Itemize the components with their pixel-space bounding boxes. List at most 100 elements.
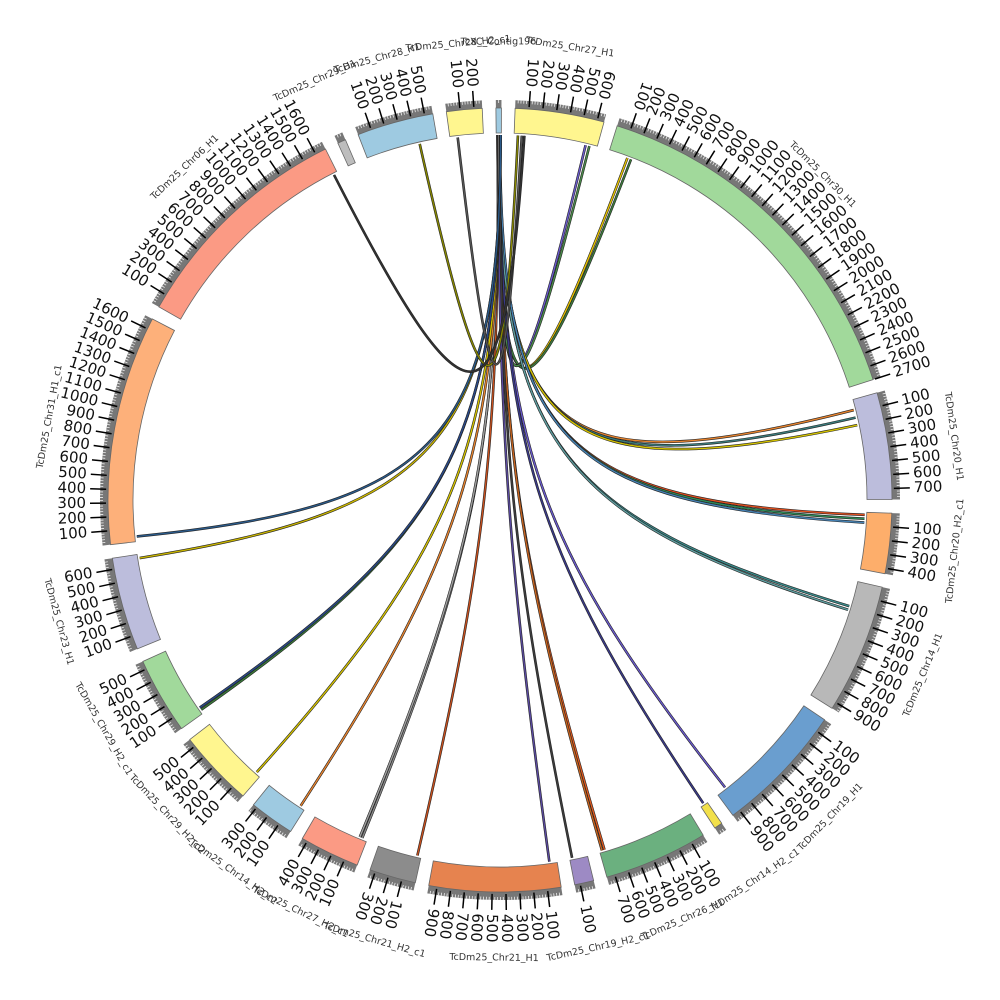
major-tick [136, 681, 152, 691]
minor-tick [397, 113, 400, 117]
segment-band [859, 511, 893, 575]
major-tick [666, 856, 675, 872]
major-tick [546, 891, 551, 908]
minor-tick [631, 874, 634, 878]
minor-tick [639, 125, 642, 129]
minor-tick [875, 371, 880, 374]
minor-tick [201, 763, 204, 767]
minor-tick [373, 120, 376, 124]
major-tick [130, 320, 146, 329]
tick-label: 100 [58, 523, 88, 543]
minor-tick [333, 860, 336, 864]
minor-tick [613, 880, 615, 884]
minor-tick [875, 368, 879, 371]
minor-tick [220, 784, 224, 787]
minor-tick [634, 873, 637, 877]
major-tick [244, 808, 257, 822]
major-tick [297, 842, 307, 858]
minor-tick [107, 575, 111, 577]
minor-tick [603, 113, 606, 117]
minor-tick [136, 332, 140, 335]
minor-tick [210, 774, 214, 777]
minor-tick [190, 751, 194, 754]
minor-tick [106, 426, 110, 429]
minor-tick [222, 211, 226, 215]
minor-tick [675, 855, 678, 859]
segment-name-label: TcDm25_Chr20_H1 [942, 390, 965, 481]
minor-tick [125, 639, 129, 642]
major-tick [476, 893, 479, 910]
major-tick [281, 152, 292, 167]
minor-tick [154, 297, 158, 300]
minor-tick [757, 801, 761, 805]
minor-tick [272, 170, 276, 174]
segment-band [158, 148, 338, 320]
minor-tick [117, 382, 121, 385]
tick-label: 300 [512, 913, 531, 943]
minor-tick [652, 866, 655, 870]
minor-tick [620, 119, 623, 123]
minor-tick [765, 794, 769, 797]
minor-tick [692, 150, 696, 154]
tick-label: 100 [576, 903, 599, 935]
major-tick [885, 415, 902, 420]
minor-tick [690, 149, 693, 153]
minor-tick [628, 121, 631, 125]
segment-tcdm25-chr14-h2-c1 [700, 802, 727, 835]
minor-tick [801, 239, 805, 243]
minor-tick [826, 724, 830, 727]
tick-label: 200 [462, 58, 482, 88]
segment-tcdm25-chr29-h2-c1 [135, 650, 203, 734]
tick-label: 200 [527, 912, 547, 942]
major-tick [597, 102, 603, 119]
minor-tick [857, 326, 861, 329]
minor-tick [115, 388, 119, 390]
major-tick [880, 600, 897, 606]
minor-tick [319, 142, 322, 146]
minor-tick [797, 762, 801, 765]
segment-tcdm25-chr31-h1-c1 [99, 315, 176, 546]
minor-tick [112, 399, 116, 401]
minor-tick [842, 296, 846, 300]
segment-tick-band [832, 587, 890, 713]
minor-tick [801, 757, 805, 761]
major-tick [853, 319, 869, 328]
minor-tick [863, 339, 867, 342]
minor-tick [852, 682, 856, 685]
minor-tick [127, 645, 131, 648]
major-tick [705, 150, 716, 165]
segment-tick-band [355, 105, 433, 135]
minor-tick [864, 342, 868, 345]
minor-tick [782, 218, 785, 222]
major-tick [106, 609, 122, 616]
minor-tick [113, 396, 117, 399]
minor-tick [313, 145, 317, 149]
minor-tick [849, 687, 853, 690]
minor-tick [171, 271, 175, 274]
minor-tick [384, 116, 386, 120]
minor-tick [804, 243, 808, 247]
minor-tick [339, 133, 342, 137]
minor-tick [647, 128, 650, 132]
major-tick [751, 802, 763, 816]
minor-tick [776, 784, 779, 788]
minor-tick [755, 803, 758, 807]
minor-tick [195, 757, 199, 761]
minor-tick [396, 883, 399, 887]
segment-band [142, 650, 203, 730]
minor-tick [761, 199, 765, 203]
minor-tick [588, 886, 591, 890]
minor-tick [746, 186, 750, 190]
minor-tick [283, 833, 286, 837]
segment-tick-band [606, 835, 708, 885]
segment-tick-band [183, 739, 243, 803]
minor-tick [658, 863, 661, 867]
minor-tick [678, 142, 681, 146]
segment-band [301, 816, 367, 866]
minor-tick [127, 353, 131, 356]
minor-tick [204, 229, 208, 233]
minor-tick [841, 702, 845, 705]
minor-tick [788, 772, 791, 776]
minor-tick [886, 590, 890, 593]
segment-band [717, 705, 826, 816]
